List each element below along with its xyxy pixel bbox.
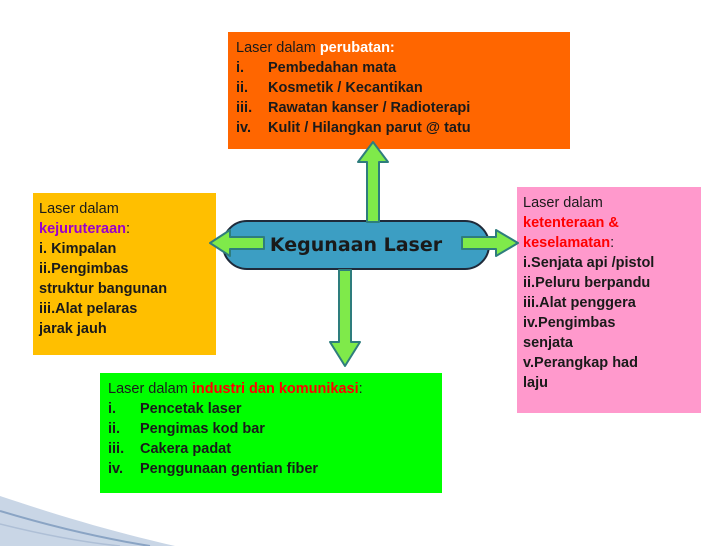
engineering-line: jarak jauh — [39, 321, 107, 337]
arrow-right-icon — [461, 229, 519, 257]
medical-box: Laser dalam perubatan: i. Pembedahan mata… — [228, 32, 570, 149]
engineering-title-prefix: Laser dalam — [39, 201, 119, 217]
industry-item-number: iii. — [108, 441, 125, 457]
industry-title-prefix: Laser dalam — [108, 381, 192, 397]
medical-item: ii. Kosmetik / Kecantikan — [236, 78, 562, 98]
center-label: Kegunaan Laser — [269, 234, 443, 256]
medical-item-number: ii. — [236, 80, 249, 96]
industry-item-number: ii. — [108, 421, 121, 437]
engineering-box: Laser dalam kejuruteraan: i. Kimpalan ii.… — [33, 193, 216, 355]
military-list: i.Senjata api /pistol ii.Peluru berpandu i… — [523, 253, 695, 393]
engineering-title-suffix: : — [126, 221, 131, 237]
industry-title-highlight: industri dan komunikasi — [191, 381, 359, 397]
industry-title-suffix: : — [358, 381, 363, 397]
industry-item: ii. Pengimas kod bar — [108, 419, 434, 439]
medical-item-text: Rawatan kanser / Radioterapi — [268, 100, 471, 116]
medical-item: iii. Rawatan kanser / Radioterapi — [236, 98, 562, 118]
medical-title-highlight: perubatan: — [319, 40, 395, 56]
industry-item-text: Pencetak laser — [140, 401, 242, 417]
decorative-wave — [0, 496, 175, 546]
arrow-up-icon — [357, 141, 389, 223]
engineering-list: i. Kimpalan ii.Pengimbas struktur bangunan… — [39, 239, 210, 339]
industry-item-number: iv. — [108, 461, 124, 477]
medical-item-number: iv. — [236, 120, 252, 136]
medical-item: i. Pembedahan mata — [236, 58, 562, 78]
engineering-line: iii.Alat pelaras — [39, 301, 138, 317]
military-line: iii.Alat penggera — [523, 295, 636, 311]
medical-item-text: Kulit / Hilangkan parut @ tatu — [268, 120, 471, 136]
industry-item-number: i. — [108, 401, 117, 417]
military-line: v.Perangkap had — [523, 355, 638, 371]
medical-item-number: i. — [236, 60, 245, 76]
medical-title-prefix: Laser dalam — [236, 40, 320, 56]
arrow-left-icon — [209, 229, 265, 257]
engineering-line: struktur bangunan — [39, 281, 168, 297]
military-line: senjata — [523, 335, 573, 351]
military-title-highlight-2: keselamatan — [523, 235, 611, 251]
military-line: laju — [523, 375, 548, 391]
military-line: ii.Peluru berpandu — [523, 275, 651, 291]
engineering-line: ii.Pengimbas — [39, 261, 129, 277]
industry-item: iv. Penggunaan gentian fiber — [108, 459, 434, 479]
engineering-title: kejuruteraan: — [39, 219, 210, 239]
industry-item: i. Pencetak laser — [108, 399, 434, 419]
industry-item-text: Pengimas kod bar — [140, 421, 265, 437]
medical-item-text: Pembedahan mata — [268, 60, 397, 76]
medical-box-title: Laser dalam perubatan: — [236, 38, 562, 58]
military-title-line2: keselamatan: — [523, 233, 695, 253]
military-title-highlight-1: ketenteraan & — [523, 215, 619, 231]
medical-item-text: Kosmetik / Kecantikan — [268, 80, 423, 96]
military-line: i.Senjata api /pistol — [523, 255, 655, 271]
arrow-down-icon — [329, 269, 361, 367]
industry-box: Laser dalam industri dan komunikasi: i. P… — [100, 373, 442, 493]
industry-item: iii. Cakera padat — [108, 439, 434, 459]
military-title-prefix: Laser dalam — [523, 195, 603, 211]
military-title-suffix: : — [610, 235, 615, 251]
industry-item-text: Cakera padat — [140, 441, 232, 457]
industry-item-text: Penggunaan gentian fiber — [140, 461, 319, 477]
industry-box-title: Laser dalam industri dan komunikasi: — [108, 379, 434, 399]
military-line: iv.Pengimbas — [523, 315, 616, 331]
military-box: Laser dalam ketenteraan & keselamatan: i… — [517, 187, 701, 413]
medical-item: iv. Kulit / Hilangkan parut @ tatu — [236, 118, 562, 138]
medical-item-number: iii. — [236, 100, 253, 116]
engineering-title-highlight: kejuruteraan — [39, 221, 127, 237]
industry-list: i. Pencetak laser ii. Pengimas kod bar iii. C… — [108, 399, 434, 479]
medical-list: i. Pembedahan mata ii. Kosmetik / Kecantika… — [236, 58, 562, 138]
center-oval: Kegunaan Laser — [222, 220, 490, 270]
engineering-line: i. Kimpalan — [39, 241, 117, 257]
